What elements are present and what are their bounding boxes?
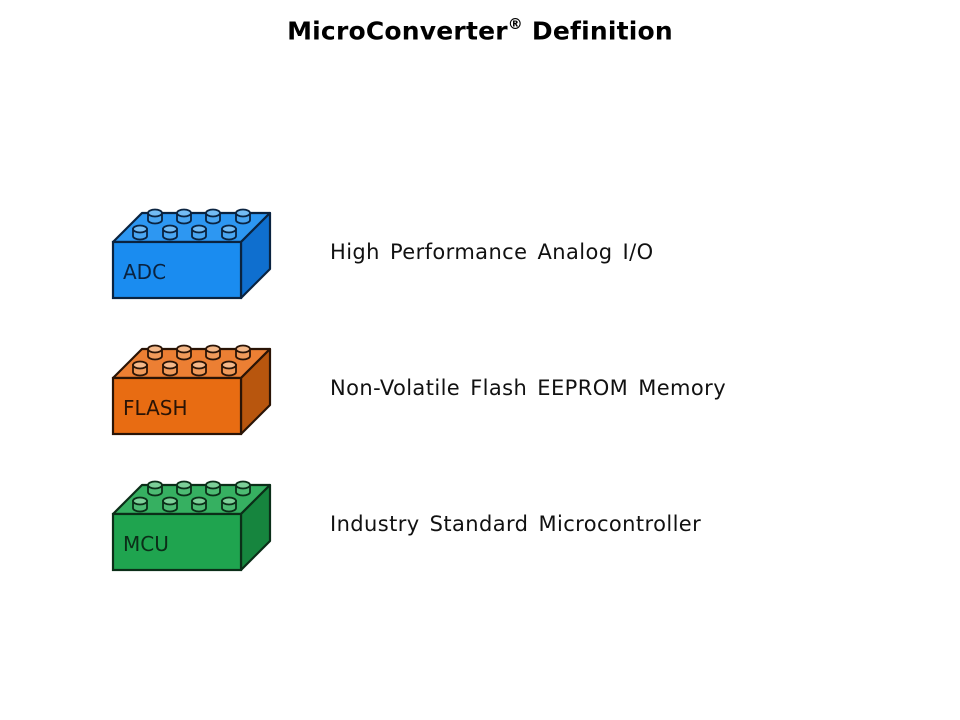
brick-stud: [191, 496, 207, 513]
brick-stud: [176, 344, 192, 361]
brick-stud: [162, 360, 178, 377]
stud-top: [205, 344, 221, 354]
brick-stud: [132, 496, 148, 513]
title-text: MicroConverter: [287, 16, 508, 46]
adc-brick-icon: ADC: [100, 200, 290, 310]
brick-stud: [176, 208, 192, 225]
stud-top: [221, 360, 237, 370]
stud-top: [132, 224, 148, 234]
brick-stud: [235, 208, 251, 225]
stud-top: [235, 208, 251, 218]
stud-top: [147, 480, 163, 490]
stud-top: [176, 344, 192, 354]
slide-title: MicroConverter® Definition: [0, 15, 960, 46]
mcu-brick-icon: MCU: [100, 472, 290, 582]
brick-stud: [221, 360, 237, 377]
brick-front-face: [111, 240, 243, 300]
brick-stud: [221, 496, 237, 513]
adc-description: High Performance Analog I/O: [330, 240, 654, 264]
flash-label: FLASH: [123, 396, 188, 420]
stud-top: [235, 344, 251, 354]
brick-stud: [235, 344, 251, 361]
brick-stud: [221, 224, 237, 241]
brick-shape: [111, 208, 272, 300]
brick-stud: [191, 224, 207, 241]
stud-top: [235, 480, 251, 490]
brick-shape: [111, 480, 272, 572]
brick-stud: [147, 480, 163, 497]
stud-top: [162, 360, 178, 370]
stud-top: [162, 224, 178, 234]
mcu-description: Industry Standard Microcontroller: [330, 512, 702, 536]
stud-top: [205, 480, 221, 490]
brick-stud: [235, 480, 251, 497]
brick-stud: [162, 496, 178, 513]
stud-top: [221, 224, 237, 234]
brick-stud: [132, 360, 148, 377]
brick-shape: [111, 344, 272, 436]
brick-stud: [176, 480, 192, 497]
stud-top: [191, 360, 207, 370]
stud-top: [176, 480, 192, 490]
stud-top: [147, 208, 163, 218]
brick-stud: [191, 360, 207, 377]
stud-top: [132, 360, 148, 370]
brick-front-face: [111, 512, 243, 572]
brick-stud: [205, 344, 221, 361]
stud-top: [162, 496, 178, 506]
stud-top: [132, 496, 148, 506]
brick-stud: [162, 224, 178, 241]
brick-stud: [147, 208, 163, 225]
stud-top: [191, 224, 207, 234]
stud-top: [221, 496, 237, 506]
registered-mark: ®: [507, 15, 523, 33]
flash-description: Non-Volatile Flash EEPROM Memory: [330, 376, 727, 400]
stud-top: [191, 496, 207, 506]
brick-stud: [205, 208, 221, 225]
stud-top: [147, 344, 163, 354]
mcu-label: MCU: [123, 532, 169, 556]
brick-front-face: [111, 376, 243, 436]
title-suffix: Definition: [523, 16, 673, 46]
brick-stud: [147, 344, 163, 361]
flash-brick-icon: FLASH: [100, 336, 290, 446]
brick-stud: [132, 224, 148, 241]
stud-top: [176, 208, 192, 218]
stud-top: [205, 208, 221, 218]
brick-stud: [205, 480, 221, 497]
adc-label: ADC: [123, 260, 167, 284]
